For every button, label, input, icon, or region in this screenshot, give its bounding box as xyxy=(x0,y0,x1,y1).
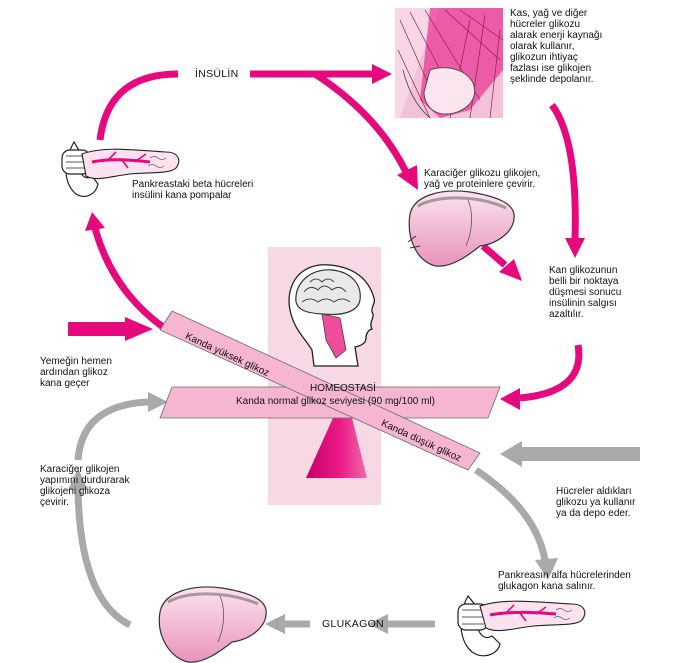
seesaw-tilted-plank xyxy=(159,310,481,471)
muscle-text: Kas, yağ ve diğer hücreler glikozu alara… xyxy=(510,8,603,85)
arrowhead xyxy=(500,441,522,467)
pancreas-alpha-text: Pankreasın alfa hücrelerinden glukagon k… xyxy=(498,570,631,592)
arrowhead xyxy=(565,238,585,258)
arrow-liver-up xyxy=(74,489,132,629)
liver-icon xyxy=(407,190,515,267)
arrow-seesaw-to-alpha xyxy=(474,467,549,561)
blood-glucose-falls-text: Kan glikozunun belli bir noktaya düşmesi… xyxy=(549,265,622,320)
pancreas-icon xyxy=(61,140,180,197)
arrow-to-seesaw xyxy=(519,344,583,402)
arrow-seesaw-to-pancreas xyxy=(91,227,166,330)
liver-converts-text: Karaciğer glikozu glikojen, yağ ve prote… xyxy=(424,168,541,190)
arrowhead xyxy=(265,614,285,634)
cells-use-text: Hücreler aldıkları glikozu ya kullanır y… xyxy=(556,486,636,519)
arrowhead xyxy=(148,392,168,412)
arrowhead xyxy=(499,259,522,281)
arrowhead xyxy=(372,64,392,84)
arrow-up-to-seesaw xyxy=(74,398,149,461)
muscle-icon xyxy=(395,8,504,119)
after-meal-text: Yemeğin hemen ardından glikoz kana geçer xyxy=(40,356,112,389)
arrow-to-liver xyxy=(313,71,410,174)
arrow-liver-to-blood xyxy=(480,243,508,268)
homeostasis-subtitle: Kanda normal glikoz seviyesi (90 mg/100 … xyxy=(236,396,435,407)
pancreas-icon xyxy=(457,594,586,657)
arrowhead xyxy=(85,212,105,231)
arrow-muscle-down xyxy=(549,102,579,241)
homeostasis-title: HOMEOSTASİ xyxy=(310,383,376,394)
arrowhead xyxy=(397,165,418,190)
arrowhead xyxy=(368,614,388,634)
glucagon-arrowheads xyxy=(68,392,558,634)
insulin-loop-arrows xyxy=(68,70,583,402)
insulin-label: İNSÜLİN xyxy=(195,68,239,80)
arrowhead xyxy=(500,388,520,410)
arrowhead xyxy=(535,558,558,580)
glucagon-label: GLUKAGON xyxy=(322,618,384,630)
liver-icon xyxy=(158,586,267,663)
insulin-arrowheads xyxy=(85,64,585,410)
brain-icon xyxy=(288,264,376,367)
arrow-pancreas-to-insulin xyxy=(96,70,179,141)
pancreas-beta-text: Pankreastaki beta hücreleri insülini kan… xyxy=(132,179,254,201)
arrowhead xyxy=(125,317,153,341)
liver-glycogen-text: Karaciğer glikojen yapımını durdurarak g… xyxy=(40,464,130,508)
fulcrum xyxy=(306,418,367,478)
glucagon-loop-arrows xyxy=(74,398,640,629)
arrowhead xyxy=(68,468,88,490)
